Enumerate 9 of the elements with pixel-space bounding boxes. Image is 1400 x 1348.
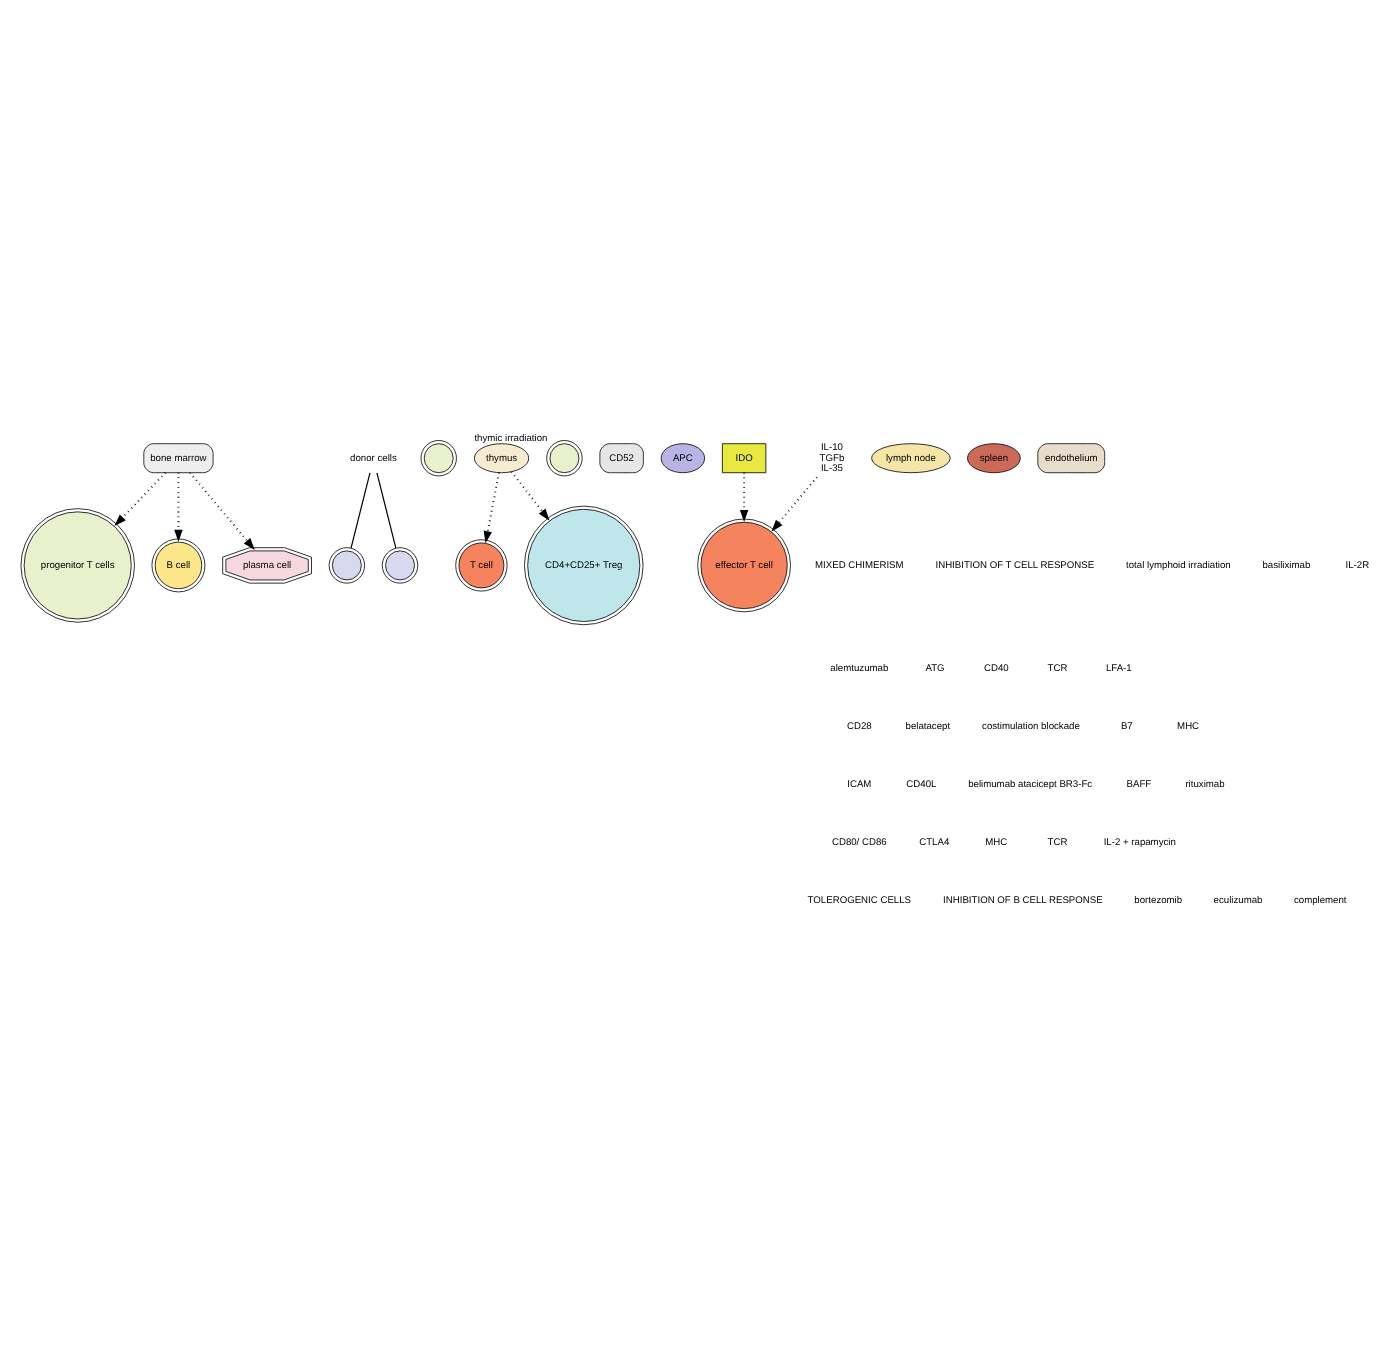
arrow	[739, 472, 749, 522]
arrow	[771, 476, 818, 532]
arrow	[483, 472, 500, 544]
arrow	[510, 471, 550, 521]
connector	[376, 472, 397, 549]
arrow	[174, 472, 183, 542]
arrow	[189, 472, 255, 550]
connector	[350, 472, 371, 549]
arrow	[114, 472, 166, 527]
